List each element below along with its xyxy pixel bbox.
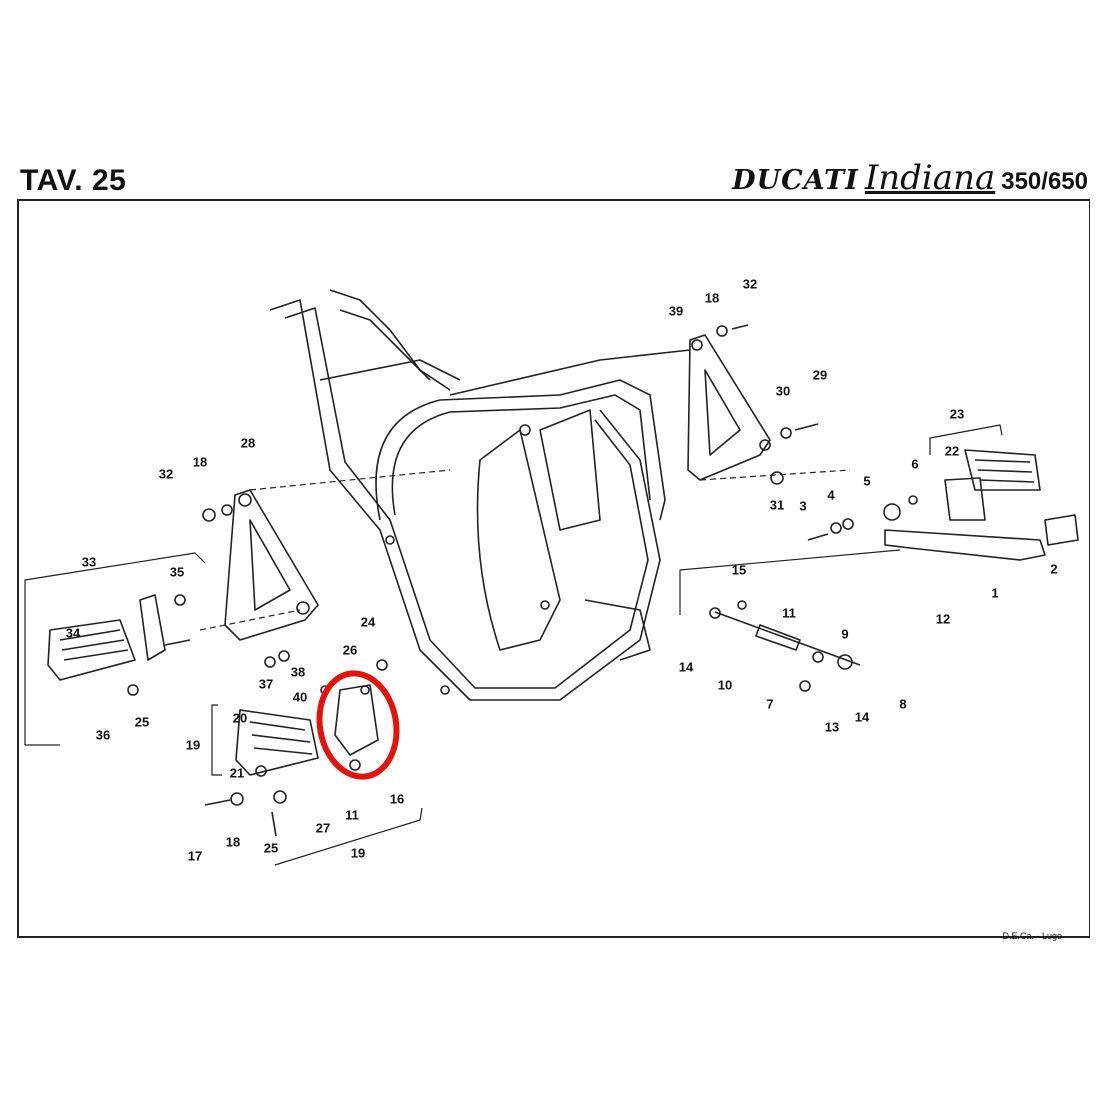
callout-label: 12 (935, 611, 951, 627)
callout-label: 9 (841, 626, 849, 642)
callout-label: 17 (187, 848, 203, 864)
callout-label: 18 (192, 454, 208, 470)
callout-label: 22 (944, 443, 960, 459)
callout-label: 18 (704, 290, 720, 306)
diagram-border (17, 199, 1090, 938)
model-name: Indiana (864, 158, 996, 198)
brand-name: DUCATI (732, 165, 859, 196)
displacement: 350/650 (1001, 168, 1088, 195)
brake-rod (709, 607, 861, 692)
callout-label: 3 (799, 498, 807, 514)
callout-label: 11 (345, 807, 359, 823)
callout-label: 26 (342, 642, 358, 658)
callout-label: 11 (782, 605, 796, 621)
callout-label: 2 (1050, 561, 1058, 577)
brand-header: DUCATI Indiana 350/650 (732, 158, 1088, 198)
callout-label: 14 (854, 709, 870, 725)
callout-label: 13 (824, 719, 840, 735)
callout-label: 30 (775, 383, 791, 399)
plate-number: TAV. 25 (20, 164, 127, 197)
callout-label: 20 (232, 710, 248, 726)
group-brackets (24, 424, 1003, 866)
callout-label: 35 (169, 564, 185, 580)
callout-label: 10 (717, 677, 733, 693)
callout-label: 33 (81, 554, 97, 570)
callout-label: 32 (742, 276, 758, 292)
callout-label: 37 (258, 676, 274, 692)
motorcycle-frame (269, 289, 691, 701)
highlight-circle (316, 670, 400, 780)
callout-label: 5 (863, 473, 871, 489)
callout-label: 18 (225, 834, 241, 850)
callout-label: 40 (292, 689, 308, 705)
callout-label: 4 (827, 487, 835, 503)
callout-label: 24 (360, 614, 376, 630)
callout-label: 7 (766, 696, 774, 712)
callout-label: 36 (95, 727, 111, 743)
callout-label: 1 (991, 585, 999, 601)
callout-label: 31 (769, 497, 785, 513)
callout-label: 29 (812, 367, 828, 383)
gear-side-bracket (320, 659, 388, 771)
callout-label: 21 (229, 765, 245, 781)
callout-label: 34 (65, 625, 81, 641)
right-hardware (716, 324, 918, 610)
callout-label: 39 (668, 303, 684, 319)
brake-pedal (883, 503, 1079, 561)
callout-label: 19 (350, 845, 366, 861)
callout-label: 25 (134, 714, 150, 730)
right-footrest (944, 449, 1041, 521)
callout-label: 6 (911, 456, 919, 472)
callout-label: 14 (678, 659, 694, 675)
right-footrest-bracket (687, 334, 771, 481)
left-footrest-bracket (202, 489, 319, 668)
left-rider-footrest (204, 709, 319, 837)
callout-label: 25 (263, 840, 279, 856)
callout-label: 16 (389, 791, 405, 807)
callout-label: 27 (315, 820, 331, 836)
credit-text: D.E.Ca. - Lugo (1002, 931, 1062, 941)
callout-label: 15 (731, 562, 747, 578)
callout-label: 19 (185, 737, 201, 753)
callout-label: 28 (240, 435, 256, 451)
callout-label: 38 (290, 664, 306, 680)
callout-label: 23 (949, 406, 965, 422)
left-passenger-footrest (47, 594, 191, 696)
callout-label: 32 (158, 466, 174, 482)
callout-label: 8 (899, 696, 907, 712)
